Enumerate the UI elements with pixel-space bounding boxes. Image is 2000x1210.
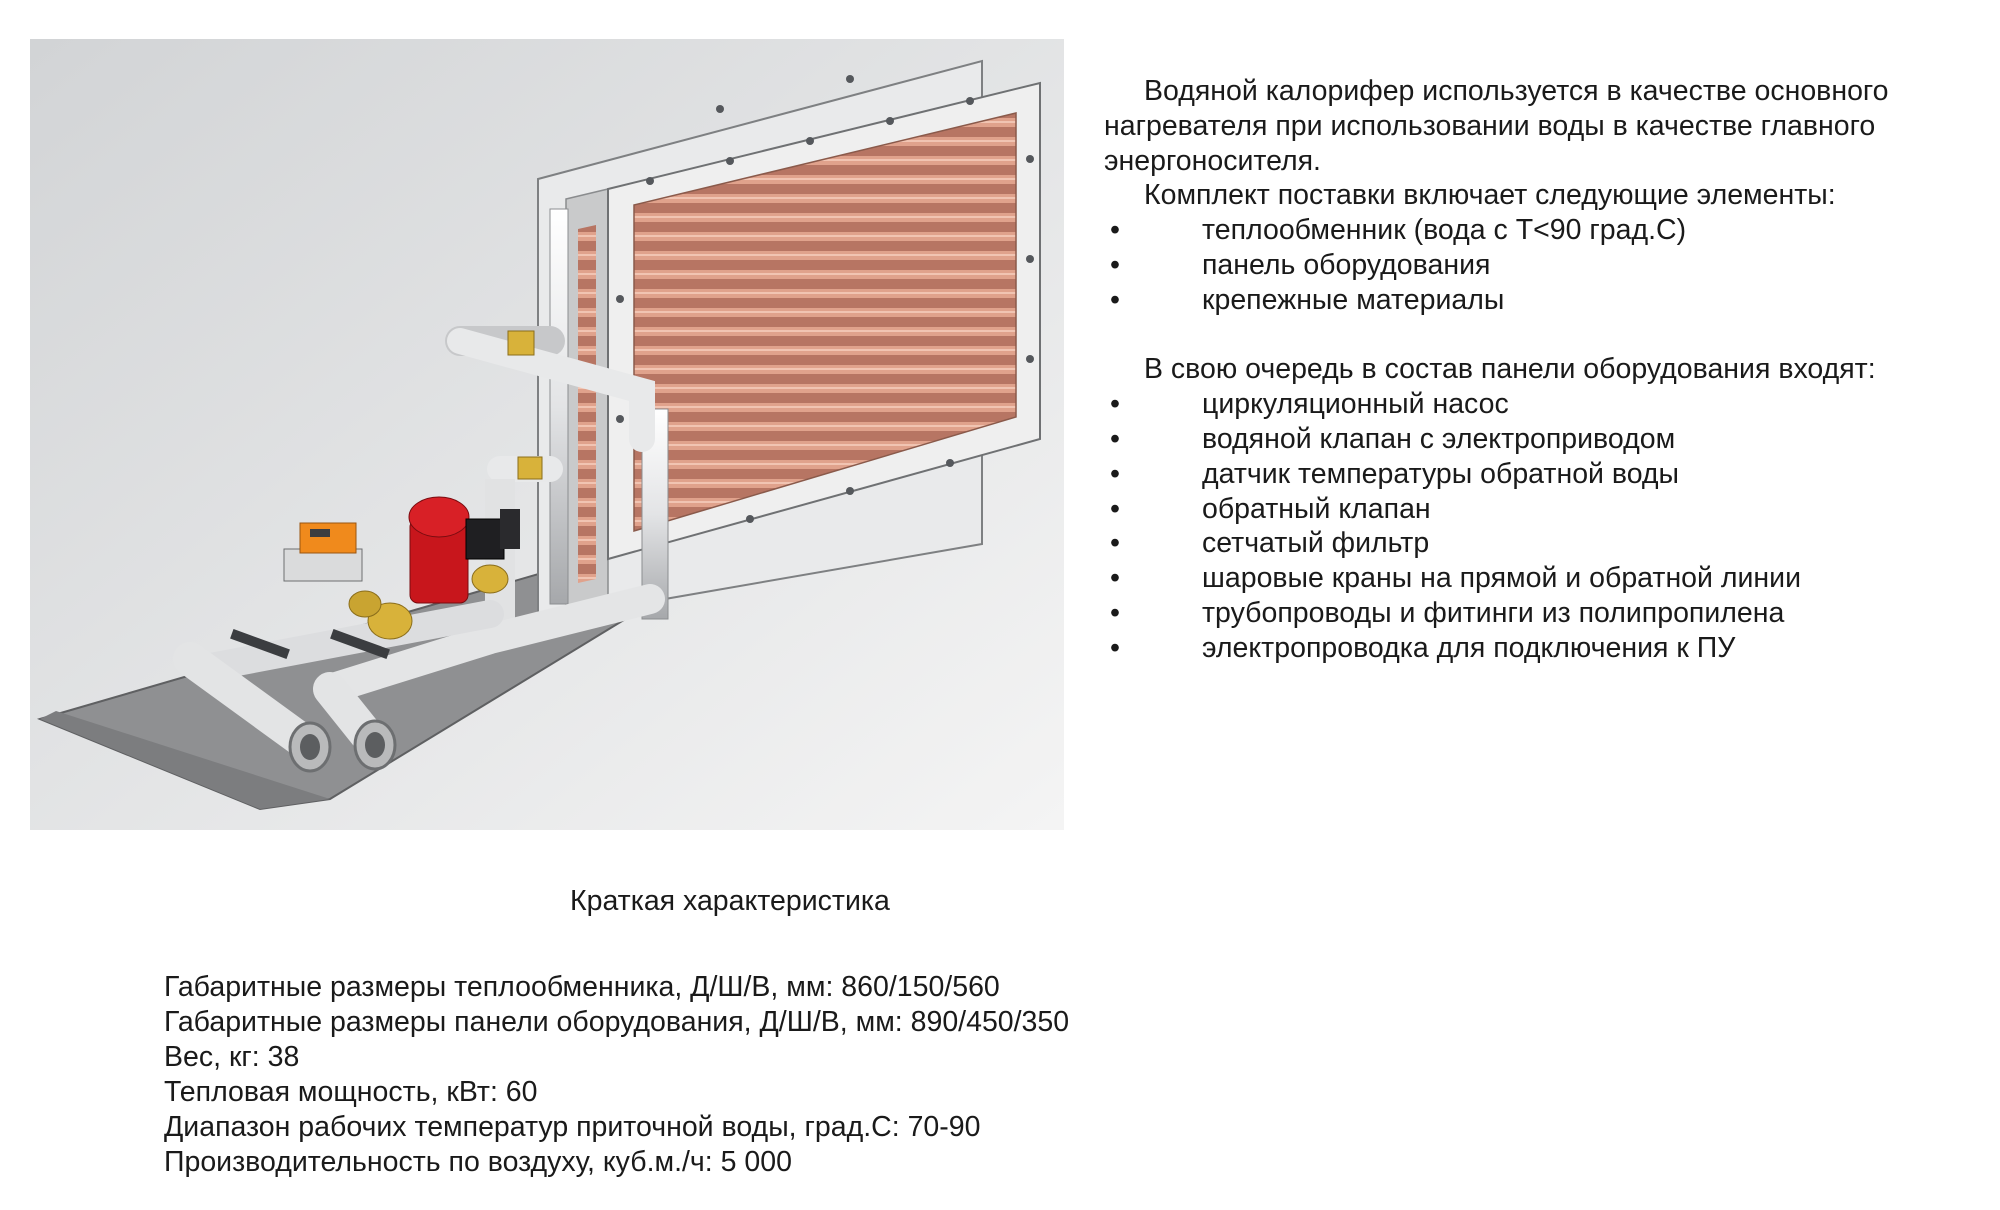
list-item: шаровые краны на прямой и обратной линии	[1104, 561, 1984, 596]
list-item: циркуляционный насос	[1104, 387, 1984, 422]
product-image	[30, 39, 1064, 830]
description-block: Водяной калорифер используется в качеств…	[1104, 74, 1984, 666]
list-item: водяной клапан с электроприводом	[1104, 422, 1984, 457]
list-item: теплообменник (вода с Т<90 град.С)	[1104, 213, 1984, 248]
spec-line: Производительность по воздуху, куб.м./ч:…	[164, 1146, 792, 1178]
spec-line: Габаритные размеры теплообменника, Д/Ш/В…	[164, 971, 1000, 1003]
list-item: датчик температуры обратной воды	[1104, 457, 1984, 492]
kit-heading: Комплект поставки включает следующие эле…	[1144, 179, 1836, 212]
panel-heading: В свою очередь в состав панели оборудова…	[1144, 353, 1876, 386]
list-item: обратный клапан	[1104, 492, 1984, 527]
list-item: трубопроводы и фитинги из полипропилена	[1104, 596, 1984, 631]
list-item: панель оборудования	[1104, 248, 1984, 283]
spec-line: Вес, кг: 38	[164, 1041, 300, 1073]
panel-list: циркуляционный насос водяной клапан с эл…	[1104, 387, 1984, 665]
spec-line: Тепловая мощность, кВт: 60	[164, 1076, 538, 1108]
spec-line: Габаритные размеры панели оборудования, …	[164, 1006, 1070, 1038]
spacer	[1104, 318, 1984, 353]
list-item: сетчатый фильтр	[1104, 526, 1984, 561]
specs-list: Габаритные размеры теплообменника, Д/Ш/В…	[164, 970, 1069, 1180]
list-item: крепежные материалы	[1104, 283, 1984, 318]
intro-paragraph: Водяной калорифер используется в качеств…	[1104, 75, 1889, 177]
spec-line: Диапазон рабочих температур приточной во…	[164, 1111, 981, 1143]
characteristics-title: Краткая характеристика	[570, 885, 890, 917]
water-heater-render	[30, 39, 1064, 830]
kit-list: теплообменник (вода с Т<90 град.С) панел…	[1104, 213, 1984, 317]
list-item: электропроводка для подключения к ПУ	[1104, 631, 1984, 666]
